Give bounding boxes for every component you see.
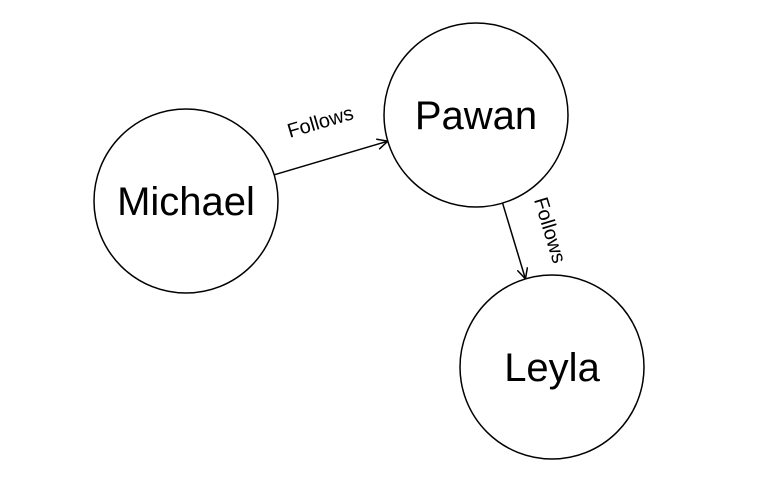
- node-label: Michael: [117, 180, 255, 224]
- edge-label: Follows: [529, 195, 570, 266]
- node-circle[interactable]: [93, 108, 279, 294]
- edge-line: [501, 202, 529, 280]
- edge-label: Follows: [285, 102, 356, 142]
- node-circle[interactable]: [459, 274, 645, 460]
- node-pawan[interactable]: Pawan: [383, 22, 569, 208]
- node-label: Leyla: [504, 346, 600, 390]
- node-label: Pawan: [415, 94, 537, 138]
- node-leyla[interactable]: Leyla: [459, 274, 645, 460]
- edge-michael-pawan: Follows: [273, 102, 389, 176]
- node-michael[interactable]: Michael: [93, 108, 279, 294]
- edge-pawan-leyla: Follows: [501, 195, 570, 280]
- node-circle[interactable]: [383, 22, 569, 208]
- edge-line: [273, 138, 389, 176]
